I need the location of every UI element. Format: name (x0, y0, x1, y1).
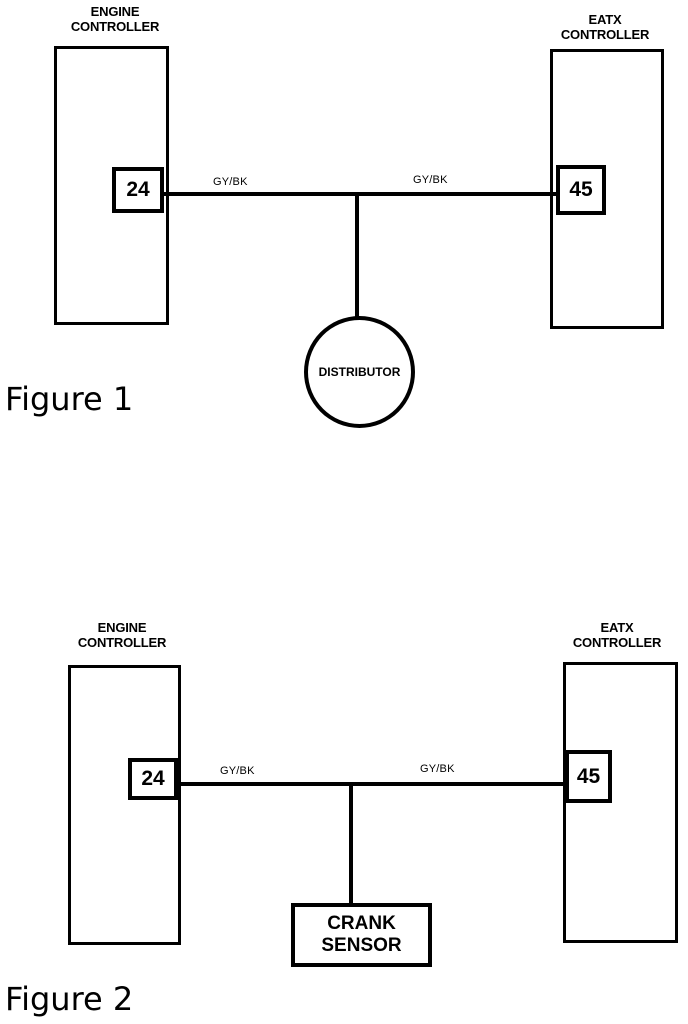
figure-1: ENGINE CONTROLLER 24 EATX CONTROLLER 45 … (0, 0, 688, 470)
crank-sensor-line2: SENSOR (321, 935, 402, 956)
eatx-pin: 45 (565, 750, 612, 803)
wire-branch (355, 194, 359, 317)
engine-controller-box (68, 665, 181, 945)
wire-main (176, 782, 566, 786)
eatx-controller-label: EATX CONTROLLER (557, 620, 677, 650)
engine-label-line2: CONTROLLER (77, 635, 167, 650)
figure-2: ENGINE CONTROLLER 24 EATX CONTROLLER 45 … (0, 610, 688, 1024)
eatx-label-line1: EATX (600, 620, 634, 635)
wire-label-left: GY/BK (213, 176, 248, 188)
crank-sensor-line1: CRANK (327, 913, 396, 934)
wire-label-right: GY/BK (420, 763, 455, 775)
wire-main (164, 192, 556, 196)
figure-1-caption: Figure 1 (5, 380, 134, 418)
engine-label-line1: ENGINE (97, 620, 147, 635)
distributor-component: DISTRIBUTOR (304, 316, 415, 428)
crank-sensor-component: CRANK SENSOR (291, 903, 432, 967)
engine-controller-label: ENGINE CONTROLLER (55, 4, 175, 34)
figure-2-caption: Figure 2 (5, 980, 134, 1018)
wire-branch (349, 784, 353, 905)
wire-label-right: GY/BK (413, 174, 448, 186)
eatx-controller-label: EATX CONTROLLER (545, 12, 665, 42)
engine-pin: 24 (112, 167, 164, 213)
wire-label-left: GY/BK (220, 765, 255, 777)
engine-controller-label: ENGINE CONTROLLER (62, 620, 182, 650)
engine-pin: 24 (128, 758, 178, 800)
eatx-label-line2: CONTROLLER (572, 635, 662, 650)
eatx-label-line2: CONTROLLER (560, 27, 650, 42)
engine-label-line1: ENGINE (90, 4, 140, 19)
engine-label-line2: CONTROLLER (70, 19, 160, 34)
eatx-label-line1: EATX (588, 12, 622, 27)
eatx-pin: 45 (556, 165, 606, 215)
